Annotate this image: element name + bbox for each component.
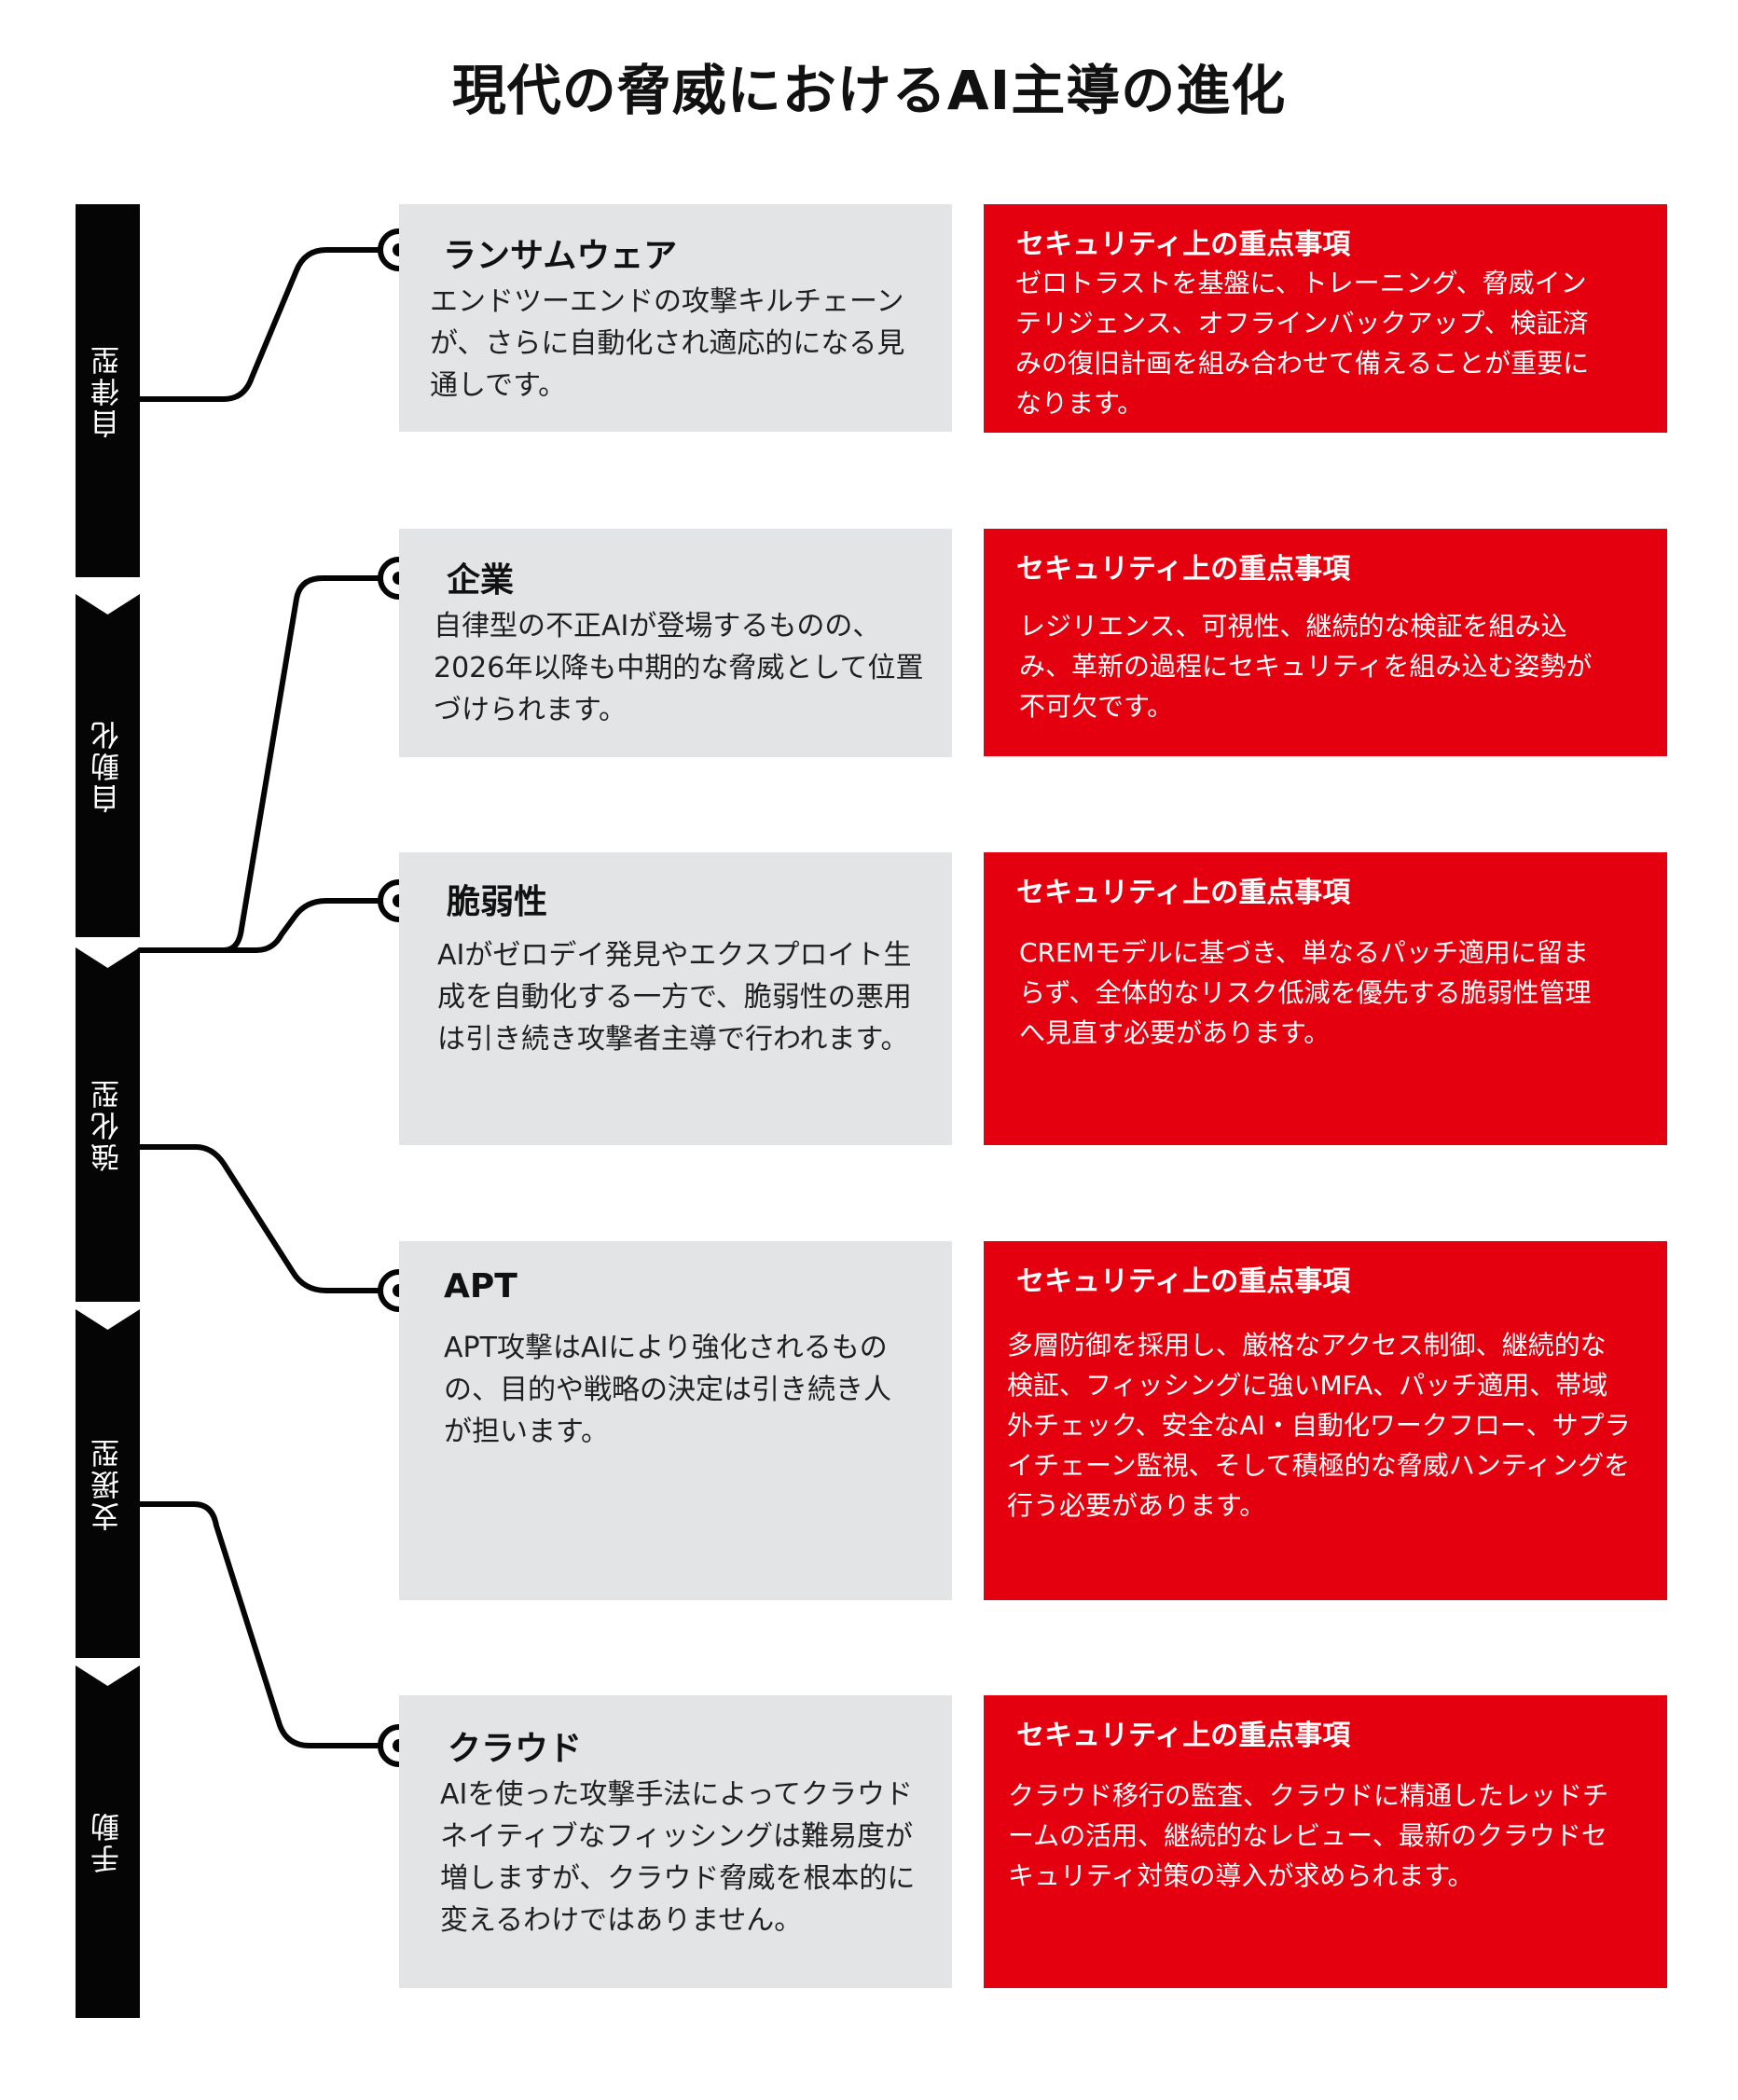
stage-label: 自動化 (91, 718, 125, 813)
focus-title: セキュリティ上の重点事項 (1016, 228, 1351, 261)
stage-label: 支援型 (91, 1436, 125, 1531)
page-title: 現代の脅威におけるAI主導の進化 (451, 59, 1287, 122)
stage-label: 手動 (91, 1810, 125, 1873)
stage-label: 強化型 (91, 1077, 125, 1172)
connector-ransomware (137, 247, 385, 402)
focus-title: セキュリティ上の重点事項 (1016, 877, 1351, 909)
focus-body: ゼロトラストを基盤に、トレーニング、脅威インテリジェンス、オフラインバックアップ… (1015, 268, 1590, 419)
card-title: ランサムウェア (443, 237, 678, 275)
stage-enhanced: 強化型 (76, 947, 140, 1302)
connector-cloud (137, 1501, 385, 1748)
stage-autonomous: 自律型 (76, 204, 140, 577)
card-apt: APT APT攻撃はAIにより強化されるものの、目的や戦略の決定は引き続き人が担… (399, 1241, 952, 1600)
focus-apt: セキュリティ上の重点事項 多層防御を採用し、厳格なアクセス制御、継続的な検証、フ… (984, 1241, 1667, 1600)
focus-title: セキュリティ上の重点事項 (1016, 553, 1351, 586)
focus-enterprise: セキュリティ上の重点事項 レジリエンス、可視性、継続的な検証を組み込み、革新の過… (984, 529, 1667, 756)
card-title: 脆弱性 (447, 883, 548, 921)
stage-assisted: 支援型 (76, 1309, 140, 1658)
card-title: 企業 (447, 561, 515, 600)
card-cloud: クラウド AIを使った攻撃手法によってクラウドネイティブなフィッシングは難易度が… (399, 1695, 952, 1988)
connector-enterprise (137, 575, 385, 953)
focus-title: セキュリティ上の重点事項 (1016, 1720, 1351, 1752)
focus-body: クラウド移行の監査、クラウドに精通したレッドチームの活用、継続的なレビュー、最新… (1008, 1780, 1609, 1891)
focus-body: レジリエンス、可視性、継続的な検証を組み込み、革新の過程にセキュリティを組み込む… (1019, 611, 1593, 722)
focus-title: セキュリティ上の重点事項 (1016, 1265, 1351, 1298)
card-enterprise: 企業 自律型の不正AIが登場するものの、2026年以降も中期的な脅威として位置づ… (399, 529, 952, 757)
card-body: AIを使った攻撃手法によってクラウドネイティブなフィッシングは難易度が増しますが… (440, 1778, 916, 1937)
connector-apt (137, 1144, 385, 1293)
stage-label: 自律型 (91, 343, 125, 438)
card-title: APT (444, 1267, 517, 1306)
card-body: AIがゼロデイ発見やエクスプロイト生成を自動化する一方で、脆弱性の悪用は引き続き… (437, 939, 912, 1056)
stage-manual: 手動 (76, 1665, 140, 2018)
card-body: エンドツーエンドの攻撃キルチェーンが、さらに自動化され適応的になる見通しです。 (430, 285, 905, 402)
stage-automated: 自動化 (76, 594, 140, 937)
card-body: APT攻撃はAIにより強化されるものの、目的や戦略の決定は引き続き人が担います。 (444, 1332, 891, 1448)
card-ransomware: ランサムウェア エンドツーエンドの攻撃キルチェーンが、さらに自動化され適応的にな… (399, 204, 952, 432)
card-title: クラウド (448, 1730, 583, 1768)
connector-vulnerability (137, 898, 385, 953)
focus-cloud: セキュリティ上の重点事項 クラウド移行の監査、クラウドに精通したレッドチームの活… (984, 1695, 1667, 1988)
card-body: 自律型の不正AIが登場するものの、2026年以降も中期的な脅威として位置づけられ… (434, 610, 924, 726)
focus-body: CREMモデルに基づき、単なるパッチ適用に留まらず、全体的なリスク低減を優先する… (1019, 937, 1592, 1048)
focus-vulnerability: セキュリティ上の重点事項 CREMモデルに基づき、単なるパッチ適用に留まらず、全… (984, 852, 1667, 1145)
focus-body: 多層防御を採用し、厳格なアクセス制御、継続的な検証、フィッシングに強いMFA、パ… (1007, 1330, 1631, 1521)
focus-ransomware: セキュリティ上の重点事項 ゼロトラストを基盤に、トレーニング、脅威インテリジェン… (984, 204, 1667, 433)
card-vulnerability: 脆弱性 AIがゼロデイ発見やエクスプロイト生成を自動化する一方で、脆弱性の悪用は… (399, 852, 952, 1145)
